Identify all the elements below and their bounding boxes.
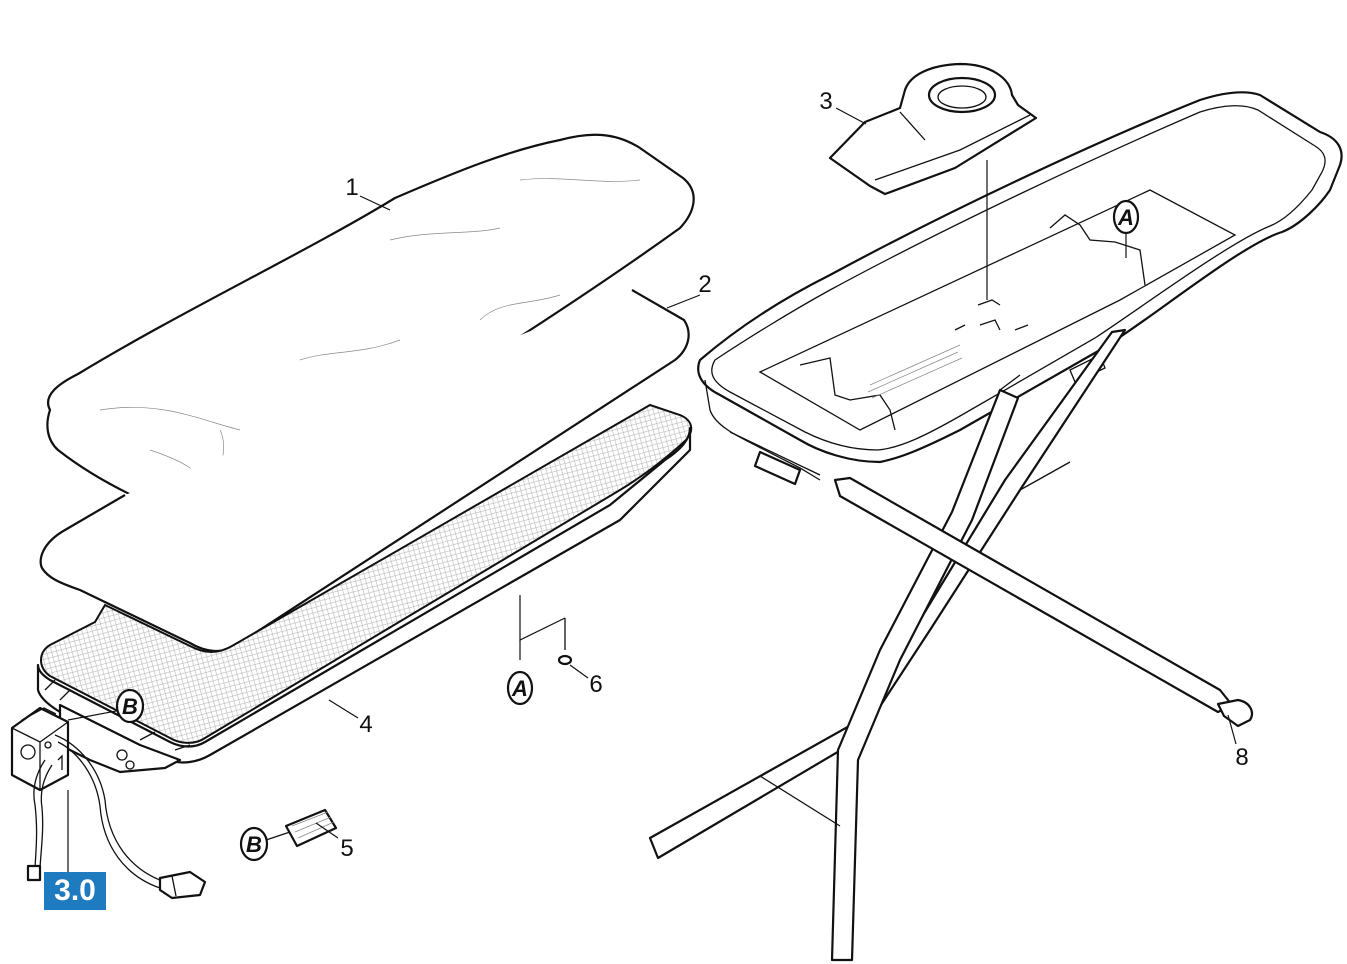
iron-rest-cover — [828, 62, 1038, 196]
section-badge: 3.0 — [44, 872, 106, 910]
board-frame-legs — [648, 328, 1254, 962]
ref-marker-a-screw: A — [506, 670, 534, 706]
svg-text:B: B — [122, 694, 138, 719]
ref-marker-b-board: B — [115, 688, 145, 724]
callout-4: 4 — [359, 711, 372, 738]
felt-pad — [284, 808, 338, 848]
callout-5: 5 — [340, 835, 353, 862]
power-cord — [26, 734, 207, 900]
callout-1: 1 — [345, 174, 358, 201]
section-badge-label: 3.0 — [54, 874, 96, 907]
ref-marker-a-tray: A — [1112, 199, 1140, 235]
power-module — [10, 706, 70, 792]
svg-text:A: A — [511, 676, 528, 701]
screw — [557, 618, 573, 666]
svg-text:B: B — [246, 832, 262, 857]
screw-leader-bracket — [519, 595, 566, 660]
leader-lines — [67, 107, 1237, 872]
board-tray — [697, 91, 1343, 486]
callout-8: 8 — [1235, 744, 1248, 771]
callout-2: 2 — [698, 271, 711, 298]
svg-text:A: A — [1117, 205, 1134, 230]
ironing-board-pad — [39, 289, 690, 653]
callout-6: 6 — [589, 671, 602, 698]
ref-marker-b-pad: B — [239, 826, 269, 862]
callout-3: 3 — [819, 88, 832, 115]
